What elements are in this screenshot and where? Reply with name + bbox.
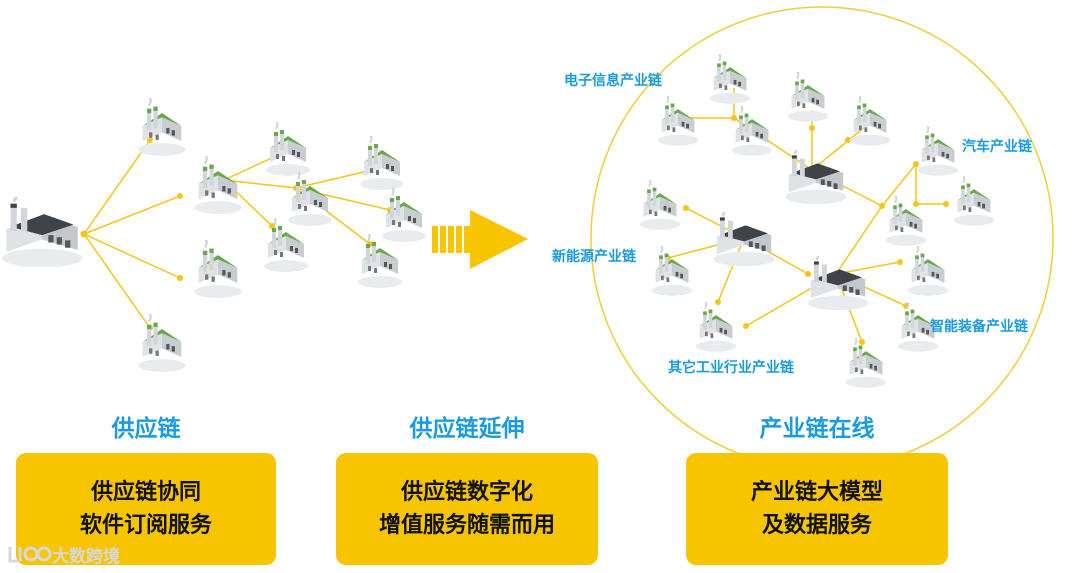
stage2-box: 供应链数字化 增值服务随需而用 [336, 453, 598, 565]
stage1-box: 供应链协同 软件订阅服务 [16, 453, 276, 565]
chain-label-electronics: 电子信息产业链 [564, 73, 662, 89]
chain-label-equipment: 智能装备产业链 [930, 319, 1028, 335]
watermark-logo-icon [8, 546, 52, 563]
chain-label-new-energy: 新能源产业链 [552, 249, 636, 265]
stage1-box-line1: 供应链协同 [90, 480, 201, 505]
stage3-box: 产业链大模型 及数据服务 [686, 453, 948, 565]
progress-arrow-icon [432, 210, 528, 269]
factory-icon [137, 98, 187, 156]
hub-factory-icon [712, 212, 776, 266]
stage3-box-line1: 产业链大模型 [750, 480, 883, 505]
factory-icon [730, 106, 774, 156]
factory-icon [638, 180, 682, 230]
factory-icon [844, 338, 888, 388]
factory-icon [708, 54, 752, 104]
factory-icon [265, 122, 311, 176]
caption-industry-chain-online: 产业链在线 [759, 416, 875, 442]
factory-icon [656, 96, 700, 146]
stage3-box-line2: 及数据服务 [761, 513, 872, 538]
factory-icon [193, 240, 243, 298]
factory-icon [916, 126, 960, 176]
factory-icon [694, 302, 738, 352]
stage1-network [0, 98, 427, 372]
factory-icon [952, 176, 996, 226]
factory-icon [848, 96, 892, 146]
factory-icon [287, 172, 333, 226]
factory-icon [906, 246, 950, 296]
chain-label-auto: 汽车产业链 [962, 139, 1032, 155]
watermark-text: 大数跨境 [52, 546, 120, 567]
chain-label-other: 其它工业行业产业链 [668, 360, 794, 376]
watermark: 大数跨境 [6, 541, 120, 567]
factory-icon [786, 72, 830, 122]
factory-icon [884, 196, 928, 246]
hub-factory-icon [784, 150, 848, 204]
main-factory-icon [0, 197, 84, 267]
stage1-box-line2: 软件订阅服务 [79, 513, 212, 538]
stage3-network [638, 54, 996, 388]
hub-factory-icon [806, 256, 870, 310]
caption-supply-chain: 供应链 [111, 416, 181, 442]
stage2-box-line2: 增值服务随需而用 [378, 513, 555, 538]
factory-icon [193, 156, 243, 214]
stage2-box-line1: 供应链数字化 [400, 480, 533, 505]
caption-supply-chain-extension: 供应链延伸 [409, 416, 525, 442]
factory-icon [381, 188, 427, 242]
factory-icon [359, 136, 405, 190]
